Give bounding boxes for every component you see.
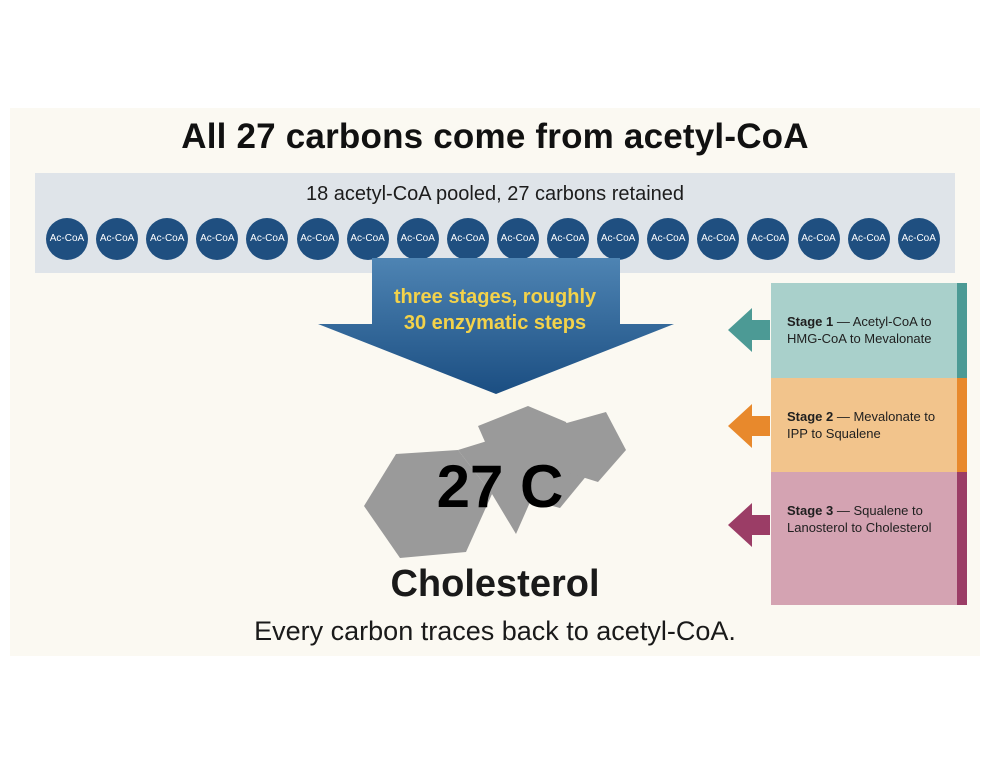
stage-3-arrow-icon bbox=[728, 503, 770, 547]
acetyl-coa-unit: Ac-CoA bbox=[897, 218, 940, 260]
stage-1-text: Stage 1 — Acetyl-CoA to HMG-CoA to Meval… bbox=[787, 313, 957, 347]
stage-3-text: Stage 3 — Squalene to Lanosterol to Chol… bbox=[787, 502, 957, 536]
acetyl-coa-pool: 18 acetyl-CoA pooled, 27 carbons retaine… bbox=[35, 173, 955, 273]
stage-2-description: — Mevalonate to IPP to Squalene bbox=[787, 409, 936, 441]
stage-1-card: Stage 1 — Acetyl-CoA to HMG-CoA to Meval… bbox=[771, 283, 967, 378]
pool-caption: 18 acetyl-CoA pooled, 27 carbons retaine… bbox=[305, 183, 685, 205]
stage-2-arrow-shape bbox=[728, 404, 770, 448]
product-name: Cholesterol bbox=[390, 563, 600, 605]
takeaway-text: Every carbon traces back to acetyl-CoA. bbox=[254, 616, 736, 646]
flow-arrow bbox=[318, 258, 674, 394]
stage-3-band bbox=[957, 472, 967, 605]
acetyl-coa-unit: Ac-CoA bbox=[96, 218, 139, 260]
arrow-label-line-1: three stages, roughly bbox=[393, 286, 597, 308]
flow-arrow-shape bbox=[318, 258, 674, 394]
acetyl-coa-unit: Ac-CoA bbox=[196, 218, 239, 260]
steroid-ring-icon bbox=[364, 406, 626, 558]
stage-1-description: — Acetyl-CoA to HMG-CoA to Mevalonate bbox=[787, 314, 932, 346]
acetyl-coa-unit: Ac-CoA bbox=[246, 218, 289, 260]
stage-1-label: Stage 1 bbox=[787, 314, 834, 329]
acetyl-coa-unit: Ac-CoA bbox=[296, 218, 339, 260]
diagram-title: All 27 carbons come from acetyl-CoA bbox=[181, 117, 809, 156]
acetyl-coa-unit: Ac-CoA bbox=[797, 218, 840, 260]
acetyl-coa-unit: Ac-CoA bbox=[697, 218, 740, 260]
stage-3-description: — Squalene to Lanosterol to Cholesterol bbox=[787, 503, 932, 535]
stage-1-band bbox=[957, 283, 967, 378]
carbon-count: 27 C bbox=[436, 453, 564, 520]
acetyl-coa-unit: Ac-CoA bbox=[146, 218, 189, 260]
stage-2-card: Stage 2 — Mevalonate to IPP to Squalene bbox=[771, 378, 967, 472]
stage-2-text: Stage 2 — Mevalonate to IPP to Squalene bbox=[787, 408, 957, 442]
acetyl-coa-unit: Ac-CoA bbox=[647, 218, 690, 260]
stage-3-card: Stage 3 — Squalene to Lanosterol to Chol… bbox=[771, 472, 967, 605]
stage-2-label: Stage 2 bbox=[787, 409, 834, 424]
stage-2-arrow-icon bbox=[728, 404, 770, 448]
acetyl-coa-unit: Ac-CoA bbox=[346, 218, 389, 260]
acetyl-coa-unit: Ac-CoA bbox=[847, 218, 890, 260]
arrow-label-line-2: 30 enzymatic steps bbox=[403, 312, 587, 334]
stage-2-band bbox=[957, 378, 967, 472]
stage-3-arrow-shape bbox=[728, 503, 770, 547]
acetyl-coa-unit: Ac-CoA bbox=[496, 218, 539, 260]
acetyl-coa-unit: Ac-CoA bbox=[747, 218, 790, 260]
acetyl-coa-unit: Ac-CoA bbox=[396, 218, 439, 260]
acetyl-coa-unit: Ac-CoA bbox=[547, 218, 589, 260]
acetyl-coa-unit: Ac-CoA bbox=[446, 218, 489, 260]
acetyl-coa-unit: Ac-CoA bbox=[597, 218, 640, 260]
acetyl-coa-unit: Ac-CoA bbox=[46, 218, 88, 260]
stage-1-arrow-icon bbox=[728, 308, 770, 352]
stage-1-arrow-shape bbox=[728, 308, 770, 352]
ring-a bbox=[364, 450, 492, 558]
stage-3-label: Stage 3 bbox=[787, 503, 834, 518]
ring-d bbox=[556, 412, 626, 482]
